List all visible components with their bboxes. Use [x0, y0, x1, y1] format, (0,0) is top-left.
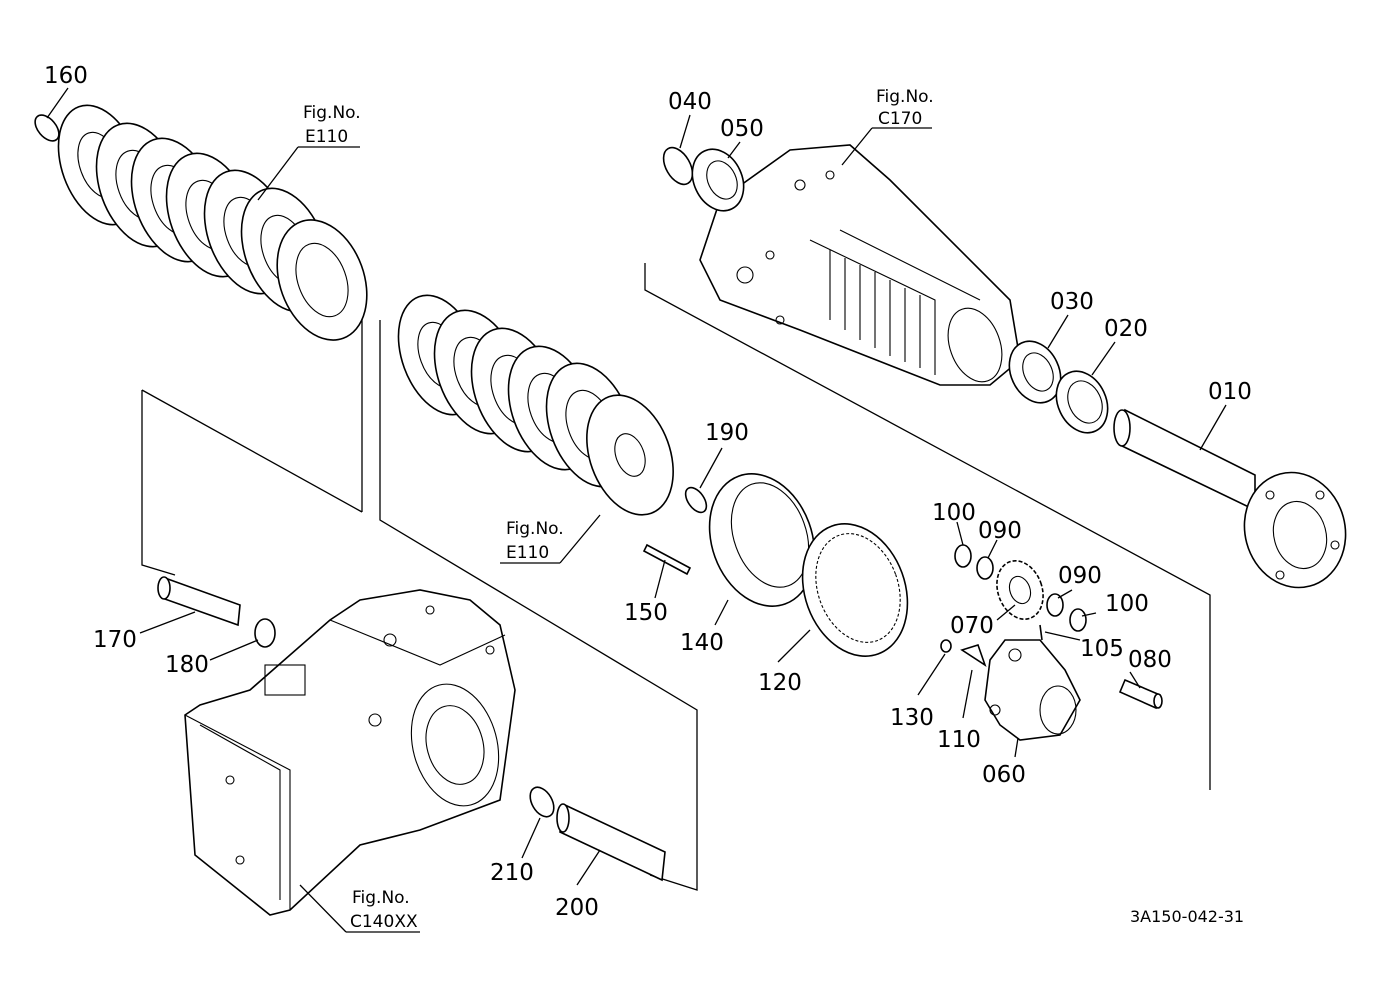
- shaft-170: [157, 576, 241, 627]
- assembly-boundary-lines: [141, 263, 1211, 891]
- bolt-130: [940, 639, 952, 653]
- o-ring-160: [34, 114, 60, 142]
- figref-e110-mid-line2: E110: [506, 543, 549, 563]
- seal-180: [254, 618, 276, 648]
- clutch-plate-stack-upper: [57, 104, 368, 341]
- internal-gear-120: [801, 523, 909, 657]
- figref-e110-mid-line1: Fig.No.: [506, 519, 564, 539]
- bearing-050: [691, 148, 745, 212]
- brake-drum-140: [708, 473, 816, 607]
- callout-190: 190: [705, 420, 749, 446]
- figref-c140xx-line2: C140XX: [350, 912, 418, 932]
- callout-140: 140: [680, 630, 724, 656]
- pin-105: [1039, 624, 1043, 641]
- callout-160: 160: [44, 63, 88, 89]
- callout-150: 150: [624, 600, 668, 626]
- callout-030: 030: [1050, 289, 1094, 315]
- figref-c140xx-line1: Fig.No.: [352, 888, 410, 908]
- callout-090-top: 090: [978, 518, 1022, 544]
- callout-070: 070: [950, 613, 994, 639]
- callout-100-right: 100: [1105, 591, 1149, 617]
- o-ring-190: [684, 486, 708, 514]
- callout-020: 020: [1104, 316, 1148, 342]
- bearing-030: [1008, 340, 1062, 404]
- callout-180: 180: [165, 652, 209, 678]
- pin-150: [642, 543, 692, 576]
- transmission-case: [184, 589, 516, 916]
- callout-200: 200: [555, 895, 599, 921]
- oil-seal-020: [1055, 370, 1109, 434]
- drawing-code: 3A150-042-31: [1130, 907, 1244, 926]
- ring-210: [529, 786, 555, 818]
- needle-bearing-090b: [1046, 593, 1064, 617]
- callout-050: 050: [720, 116, 764, 142]
- needle-bearing-090a: [976, 556, 994, 580]
- washer-100a: [954, 544, 972, 568]
- callout-110: 110: [937, 727, 981, 753]
- callout-010: 010: [1208, 379, 1252, 405]
- callout-080: 080: [1128, 647, 1172, 673]
- callout-170: 170: [93, 627, 137, 653]
- figure-ref-lines: [257, 127, 932, 933]
- callout-100-left: 100: [932, 500, 976, 526]
- callout-130: 130: [890, 705, 934, 731]
- axle-shaft-010: [1113, 408, 1347, 589]
- planet-gear-070: [996, 560, 1044, 620]
- figref-e110-top-line1: Fig.No.: [303, 103, 361, 123]
- washer-100b: [1069, 608, 1087, 632]
- callout-120: 120: [758, 670, 802, 696]
- figref-e110-top-line2: E110: [305, 127, 348, 147]
- rear-axle-housing: [699, 144, 1021, 386]
- shaft-200: [556, 803, 666, 882]
- callout-labels: 160 040 050 030 020 010 190 100 090 090 …: [44, 63, 1252, 921]
- clutch-plate-stack-lower: [397, 294, 674, 516]
- callout-060: 060: [982, 762, 1026, 788]
- leader-lines: [46, 87, 1227, 886]
- callout-040: 040: [668, 89, 712, 115]
- shaft-080: [1118, 678, 1163, 710]
- callout-210: 210: [490, 860, 534, 886]
- figref-c170-line2: C170: [878, 109, 922, 129]
- snap-ring-040: [662, 146, 694, 186]
- callout-105: 105: [1080, 636, 1124, 662]
- planet-carrier-060: [984, 639, 1081, 741]
- figure-references: Fig.No. E110 Fig.No. C170 Fig.No. E110 F…: [303, 87, 934, 932]
- figref-c170-line1: Fig.No.: [876, 87, 934, 107]
- lock-plate-110: [960, 644, 987, 667]
- callout-090-right: 090: [1058, 563, 1102, 589]
